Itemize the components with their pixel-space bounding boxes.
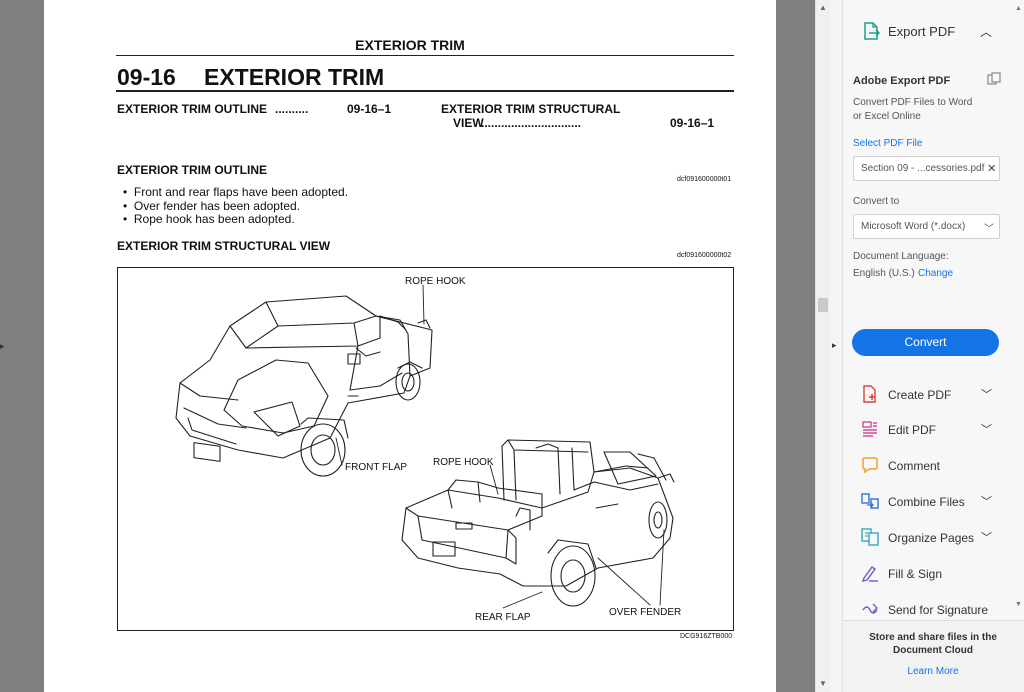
export-pdf-card: Adobe Export PDF Convert PDF Files to Wo…: [843, 62, 1015, 370]
document-scrollbar[interactable]: ▲ ▼: [815, 0, 830, 692]
toc-entry-outline-page: 09-16–1: [347, 102, 392, 116]
tool-fill-sign[interactable]: Fill & Sign: [843, 556, 1015, 592]
truck-illustration: [175, 284, 675, 609]
bullet-item: • Over fender has been adopted.: [123, 199, 300, 213]
tool-label: Combine Files: [888, 495, 965, 509]
language-label: Document Language:: [853, 251, 949, 262]
select-pdf-file-link[interactable]: Select PDF File: [853, 138, 923, 149]
close-icon[interactable]: ✕: [987, 163, 997, 175]
export-pdf-icon: [864, 22, 881, 40]
pdf-page: EXTERIOR TRIM 09-16 EXTERIOR TRIM EXTERI…: [44, 0, 776, 692]
section-title: EXTERIOR TRIM: [204, 64, 385, 90]
tools-pane-toggle[interactable]: ▸: [830, 0, 842, 692]
chevron-up-icon[interactable]: ︿: [980, 25, 993, 39]
scrollbar-thumb[interactable]: [818, 298, 828, 312]
language-value: English (U.S.): [853, 268, 915, 279]
tool-label: Edit PDF: [888, 423, 937, 437]
comment-icon: [862, 457, 878, 474]
tool-label: Organize Pages: [888, 531, 975, 545]
convert-button[interactable]: Convert: [852, 329, 999, 356]
bullet-text: Over fender has been adopted.: [133, 199, 300, 213]
toc-entry-outline-dots: ..........: [275, 102, 309, 116]
tool-label: Create PDF: [888, 388, 952, 402]
page-header: EXTERIOR TRIM: [355, 37, 465, 53]
copy-icon[interactable]: [987, 72, 1001, 86]
tool-label: Fill & Sign: [888, 567, 943, 581]
outline-code: dcf091600000t01: [677, 176, 732, 183]
outline-heading: EXTERIOR TRIM OUTLINE: [117, 163, 267, 177]
tool-label: Send for Signature: [888, 603, 989, 617]
label-rope-hook-front: ROPE HOOK: [405, 276, 466, 287]
convert-to-label: Convert to: [853, 196, 900, 207]
label-rope-hook-rear: ROPE HOOK: [433, 457, 494, 468]
selected-file-field[interactable]: Section 09 - ...cessories.pdf ✕: [853, 156, 1000, 181]
bullet-text: Rope hook has been adopted.: [133, 212, 295, 226]
organize-pages-icon: [861, 528, 879, 546]
toc-entry-structural-page: 09-16–1: [670, 116, 715, 130]
cloud-promo-line2: Document Cloud: [893, 645, 973, 656]
change-language-link[interactable]: Change: [918, 268, 954, 279]
label-over-fender: OVER FENDER: [609, 607, 682, 618]
header-rule: [116, 55, 734, 56]
bullet-text: Front and rear flaps have been adopted.: [133, 185, 349, 199]
cloud-promo-line1: Store and share files in the: [869, 632, 997, 643]
learn-more-link[interactable]: Learn More: [907, 666, 959, 677]
tool-edit-pdf[interactable]: Edit PDF ﹀: [843, 412, 1015, 448]
rear-truck-drawing: [401, 439, 675, 607]
tool-create-pdf[interactable]: Create PDF ﹀: [843, 377, 1015, 413]
tool-label: Comment: [888, 459, 941, 473]
chevron-down-icon[interactable]: ﹀: [981, 496, 992, 508]
document-cloud-promo: Store and share files in the Document Cl…: [843, 620, 1024, 692]
structural-code: dcf091600000t02: [677, 252, 732, 259]
chevron-down-icon[interactable]: ﹀: [981, 424, 992, 436]
selected-file-name: Section 09 - ...cessories.pdf: [861, 163, 985, 174]
toc-entry-structural-dots: ..............................: [481, 116, 582, 130]
scroll-up-arrow-icon[interactable]: ▲: [1015, 5, 1022, 12]
chevron-down-icon[interactable]: ﹀: [981, 532, 992, 544]
format-selected-value: Microsoft Word (*.docx): [861, 221, 966, 232]
card-title: Adobe Export PDF: [853, 75, 951, 87]
structural-heading: EXTERIOR TRIM STRUCTURAL VIEW: [117, 239, 331, 253]
export-pdf-header[interactable]: Export PDF ︿: [843, 0, 1015, 62]
scroll-down-arrow-icon[interactable]: ▼: [1015, 601, 1022, 608]
panel-scrollbar[interactable]: ▲ ▼: [1014, 0, 1024, 620]
toc-entry-structural-label-line2: VIEW: [453, 116, 484, 130]
tool-combine-files[interactable]: Combine Files ﹀: [843, 484, 1015, 520]
toc-entry-outline-label: EXTERIOR TRIM OUTLINE: [117, 102, 267, 116]
edit-pdf-icon: [862, 421, 877, 437]
toc-entry-structural-label: EXTERIOR TRIM STRUCTURAL: [441, 102, 621, 116]
combine-files-icon: [861, 493, 879, 509]
document-viewer[interactable]: ▸ EXTERIOR TRIM 09-16 EXTERIOR TRIM EXTE…: [0, 0, 815, 692]
front-truck-drawing: [175, 295, 433, 477]
label-front-flap: FRONT FLAP: [345, 462, 408, 473]
tool-organize-pages[interactable]: Organize Pages ﹀: [843, 520, 1015, 556]
tools-panel: Export PDF ︿ Adobe Export PDF Convert PD…: [842, 0, 1024, 692]
card-description-line2: or Excel Online: [853, 111, 921, 122]
collapse-pane-arrow-icon[interactable]: ▸: [832, 340, 837, 350]
send-signature-icon: [862, 603, 878, 614]
scroll-up-arrow-icon[interactable]: ▲: [819, 3, 827, 12]
label-rear-flap: REAR FLAP: [475, 612, 531, 623]
bullet-item: • Front and rear flaps have been adopted…: [123, 185, 349, 199]
chevron-down-icon[interactable]: ﹀: [981, 389, 992, 401]
create-pdf-icon: [863, 385, 876, 403]
bullet-item: • Rope hook has been adopted.: [123, 212, 295, 226]
tool-comment[interactable]: Comment: [843, 448, 1015, 484]
exterior-trim-figure: ROPE HOOK FRONT FLAP ROPE HOOK REAR FLAP…: [117, 267, 734, 631]
section-rule: [116, 90, 734, 92]
card-description-line1: Convert PDF Files to Word: [853, 97, 973, 108]
scroll-down-arrow-icon[interactable]: ▼: [819, 679, 827, 688]
tool-send-for-signature[interactable]: Send for Signature: [843, 592, 1015, 628]
section-number: 09-16: [117, 64, 176, 90]
left-pane-expand-icon[interactable]: ▸: [0, 341, 5, 351]
export-pdf-title: Export PDF: [888, 24, 956, 39]
format-dropdown[interactable]: Microsoft Word (*.docx) ﹀: [853, 214, 1000, 239]
figure-code: DCG916ZTB000: [680, 633, 733, 640]
chevron-down-icon: ﹀: [984, 224, 994, 235]
fill-sign-icon: [861, 566, 878, 582]
